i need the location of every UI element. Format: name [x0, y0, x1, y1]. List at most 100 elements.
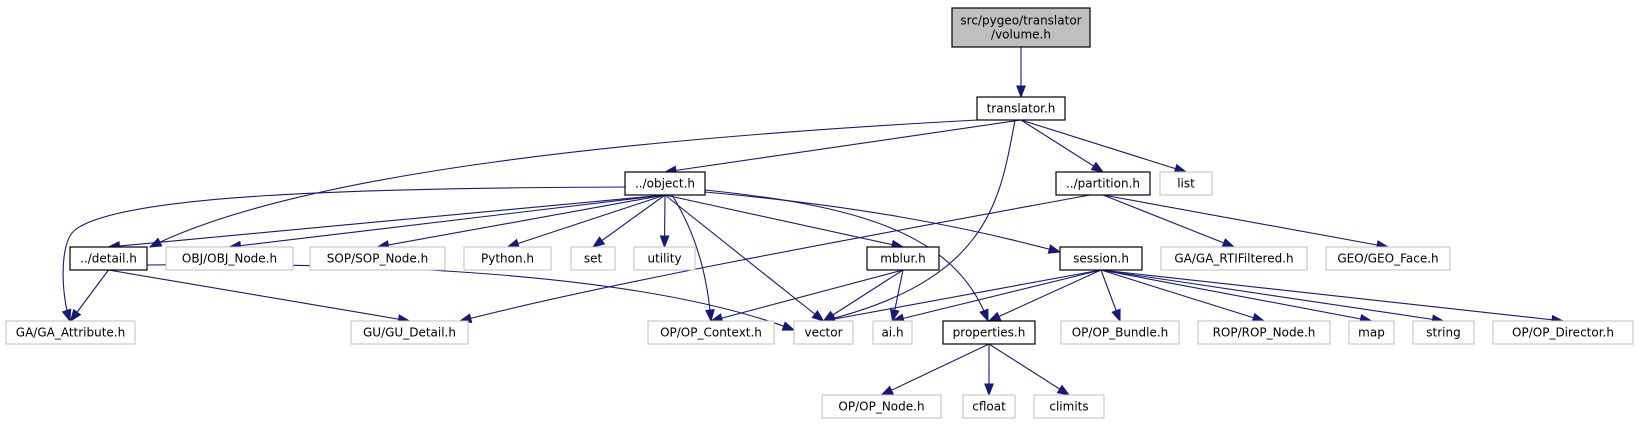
node-utility-label-0: utility: [647, 252, 681, 266]
node-vector-label-0: vector: [804, 326, 842, 340]
edge-object-to-vector: [664, 194, 825, 322]
node-cfloat-box: [962, 394, 1016, 419]
node-climits: climits: [1033, 394, 1105, 419]
node-mblur-box: [866, 246, 940, 271]
edge-session-to-properties: [987, 269, 1102, 322]
node-properties-box: [942, 320, 1036, 345]
node-ai-box: [872, 320, 913, 345]
edge-object-to-mblur: [664, 194, 905, 250]
node-map-box: [1348, 320, 1395, 345]
node-properties[interactable]: properties.h: [942, 320, 1036, 345]
node-opnode-box: [821, 394, 942, 419]
node-map-label-0: map: [1358, 326, 1385, 340]
node-session[interactable]: session.h: [1059, 246, 1143, 271]
edge-object-to-gaattr: [61, 186, 626, 323]
node-volume-label-0: src/pygeo/translator: [960, 14, 1081, 28]
node-sopnode: SOP/SOP_Node.h: [309, 246, 446, 271]
node-volume-label-1: /volume.h: [991, 28, 1051, 42]
node-list-label-0: list: [1177, 177, 1195, 191]
edge-partition-to-gudetail: [458, 194, 1091, 323]
edge-properties-to-cfloat: [984, 344, 994, 397]
node-utility: utility: [633, 246, 696, 271]
edge-session-to-opdirector: [1100, 269, 1565, 325]
node-list-box: [1159, 171, 1213, 196]
node-climits-box: [1033, 394, 1105, 419]
node-volume-box: [951, 7, 1091, 48]
node-detail[interactable]: ../detail.h: [69, 246, 148, 271]
node-set-label-0: set: [584, 252, 603, 266]
node-gaattr-box: [5, 320, 136, 345]
node-vector-box: [793, 320, 854, 345]
node-ropnode-box: [1197, 320, 1331, 345]
node-translator-label-0: translator.h: [987, 102, 1056, 116]
node-string: string: [1412, 320, 1475, 345]
node-utility-box: [633, 246, 696, 271]
edge-properties-to-opnode: [880, 343, 990, 396]
node-geoface: GEO/GEO_Face.h: [1325, 246, 1451, 271]
edge-object-to-utility: [659, 194, 670, 249]
node-opcontext: OP/OP_Context.h: [647, 320, 775, 345]
node-partition-box: [1055, 171, 1151, 196]
edge-properties-to-climits: [988, 343, 1071, 396]
node-ropnode: ROP/ROP_Node.h: [1197, 320, 1331, 345]
node-partition[interactable]: ../partition.h: [1055, 171, 1151, 196]
node-translator[interactable]: translator.h: [976, 96, 1066, 121]
node-rtifiltered: GA/GA_RTIFiltered.h: [1160, 246, 1308, 271]
node-rtifiltered-label-0: GA/GA_RTIFiltered.h: [1174, 252, 1293, 266]
node-object-box: [624, 171, 706, 196]
edge-object-to-set: [591, 194, 666, 248]
node-object-label-0: ../object.h: [635, 177, 695, 191]
node-gudetail-box: [350, 320, 469, 345]
node-string-label-0: string: [1426, 326, 1460, 340]
node-climits-label-0: climits: [1049, 400, 1088, 414]
edge-session-to-opbundle: [1100, 269, 1121, 323]
edge-detail-to-gudetail: [108, 269, 411, 324]
node-string-box: [1412, 320, 1475, 345]
edge-object-to-properties: [704, 189, 989, 323]
node-geoface-box: [1325, 246, 1451, 271]
edge-session-to-string: [1100, 269, 1445, 325]
node-ai: ai.h: [872, 320, 913, 345]
node-cfloat: cfloat: [962, 394, 1016, 419]
node-objnode-box: [165, 246, 294, 271]
node-detail-label-0: ../detail.h: [80, 252, 137, 266]
node-opbundle-box: [1060, 320, 1180, 345]
node-opbundle-label-0: OP/OP_Bundle.h: [1072, 326, 1169, 340]
node-opdirector-box: [1492, 320, 1634, 345]
edge-object-to-session: [704, 191, 1062, 254]
node-ropnode-label-0: ROP/ROP_Node.h: [1213, 326, 1316, 340]
edges-layer: [61, 47, 1565, 397]
node-ai-label-0: ai.h: [881, 326, 903, 340]
edge-partition-to-geoface: [1102, 194, 1390, 250]
node-set-box: [570, 246, 616, 271]
node-gaattr-label-0: GA/GA_Attribute.h: [16, 326, 125, 340]
node-opnode-label-0: OP/OP_Node.h: [838, 400, 924, 414]
edge-partition-to-rtifiltered: [1102, 194, 1236, 248]
edge-detail-to-gaattr: [69, 269, 109, 323]
node-geoface-label-0: GEO/GEO_Face.h: [1337, 252, 1438, 266]
node-opcontext-box: [647, 320, 775, 345]
edge-object-to-opcontext: [671, 194, 715, 323]
edge-translator-to-partition: [1020, 119, 1105, 173]
node-objnode-label-0: OBJ/OBJ_Node.h: [182, 252, 277, 266]
node-list: list: [1159, 171, 1213, 196]
node-map: map: [1348, 320, 1395, 345]
node-opcontext-label-0: OP/OP_Context.h: [660, 326, 762, 340]
edge-volume-to-translator: [1016, 47, 1026, 99]
node-opdirector-label-0: OP/OP_Director.h: [1512, 326, 1614, 340]
node-opnode: OP/OP_Node.h: [821, 394, 942, 419]
node-object[interactable]: ../object.h: [624, 171, 706, 196]
node-translator-box: [976, 96, 1066, 121]
node-cfloat-label-0: cfloat: [972, 400, 1006, 414]
node-sopnode-box: [309, 246, 446, 271]
node-mblur[interactable]: mblur.h: [866, 246, 940, 271]
node-opbundle: OP/OP_Bundle.h: [1060, 320, 1180, 345]
node-session-box: [1059, 246, 1143, 271]
node-set: set: [570, 246, 616, 271]
node-volume: src/pygeo/translator/volume.h: [951, 7, 1091, 48]
node-partition-label-0: ../partition.h: [1066, 177, 1140, 191]
node-properties-label-0: properties.h: [953, 326, 1026, 340]
node-detail-box: [69, 246, 148, 271]
node-objnode: OBJ/OBJ_Node.h: [165, 246, 294, 271]
